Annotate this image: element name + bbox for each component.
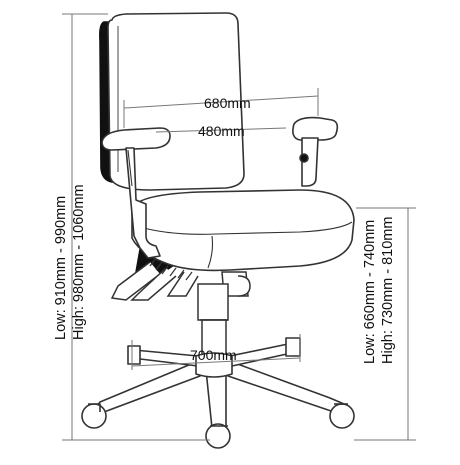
seat-cushion xyxy=(131,189,355,272)
label-overall-height-low: Low: 910mm - 990mm xyxy=(53,196,69,340)
caster-back-right xyxy=(285,337,301,357)
base-leg-right xyxy=(227,361,345,413)
caster-right xyxy=(329,403,355,429)
base-hub xyxy=(195,352,233,378)
dim-line-680 xyxy=(123,95,319,109)
dim-line-700 xyxy=(131,357,301,367)
label-overall-width: 680mm xyxy=(204,95,251,111)
label-seat-height-low: Low: 660mm - 740mm xyxy=(362,220,378,364)
right-arm-button xyxy=(299,153,309,163)
label-base-width: 700mm xyxy=(190,347,237,363)
label-seat-height-high: High: 730mm - 810mm xyxy=(380,217,396,364)
seat-edge xyxy=(135,221,353,235)
tension-knob-cap xyxy=(237,275,251,297)
caster-front xyxy=(205,423,231,449)
dim-line-480 xyxy=(155,127,287,133)
lever-coil xyxy=(149,257,193,281)
gas-cylinder-top xyxy=(197,283,229,321)
lever-3 xyxy=(166,271,199,297)
label-seat-width: 480mm xyxy=(198,123,245,139)
base-leg-front xyxy=(205,369,227,429)
caster-back-left xyxy=(127,345,141,365)
left-arm-bracket xyxy=(127,149,133,187)
right-arm-upright xyxy=(301,137,319,187)
left-armpad xyxy=(101,127,171,151)
right-arm xyxy=(292,116,339,187)
mechanism xyxy=(110,235,251,357)
seat xyxy=(131,189,355,272)
lever-1 xyxy=(110,261,161,301)
seat-front-fold xyxy=(207,235,214,269)
dimension-lines xyxy=(62,13,416,441)
base-leg-left xyxy=(93,361,201,413)
lever-2 xyxy=(130,267,177,301)
right-armpad xyxy=(292,116,339,141)
left-arm-upright xyxy=(125,147,161,259)
caster-left xyxy=(81,403,107,429)
label-overall-height-high: High: 980mm - 1060mm xyxy=(71,184,87,340)
left-arm xyxy=(101,127,171,259)
